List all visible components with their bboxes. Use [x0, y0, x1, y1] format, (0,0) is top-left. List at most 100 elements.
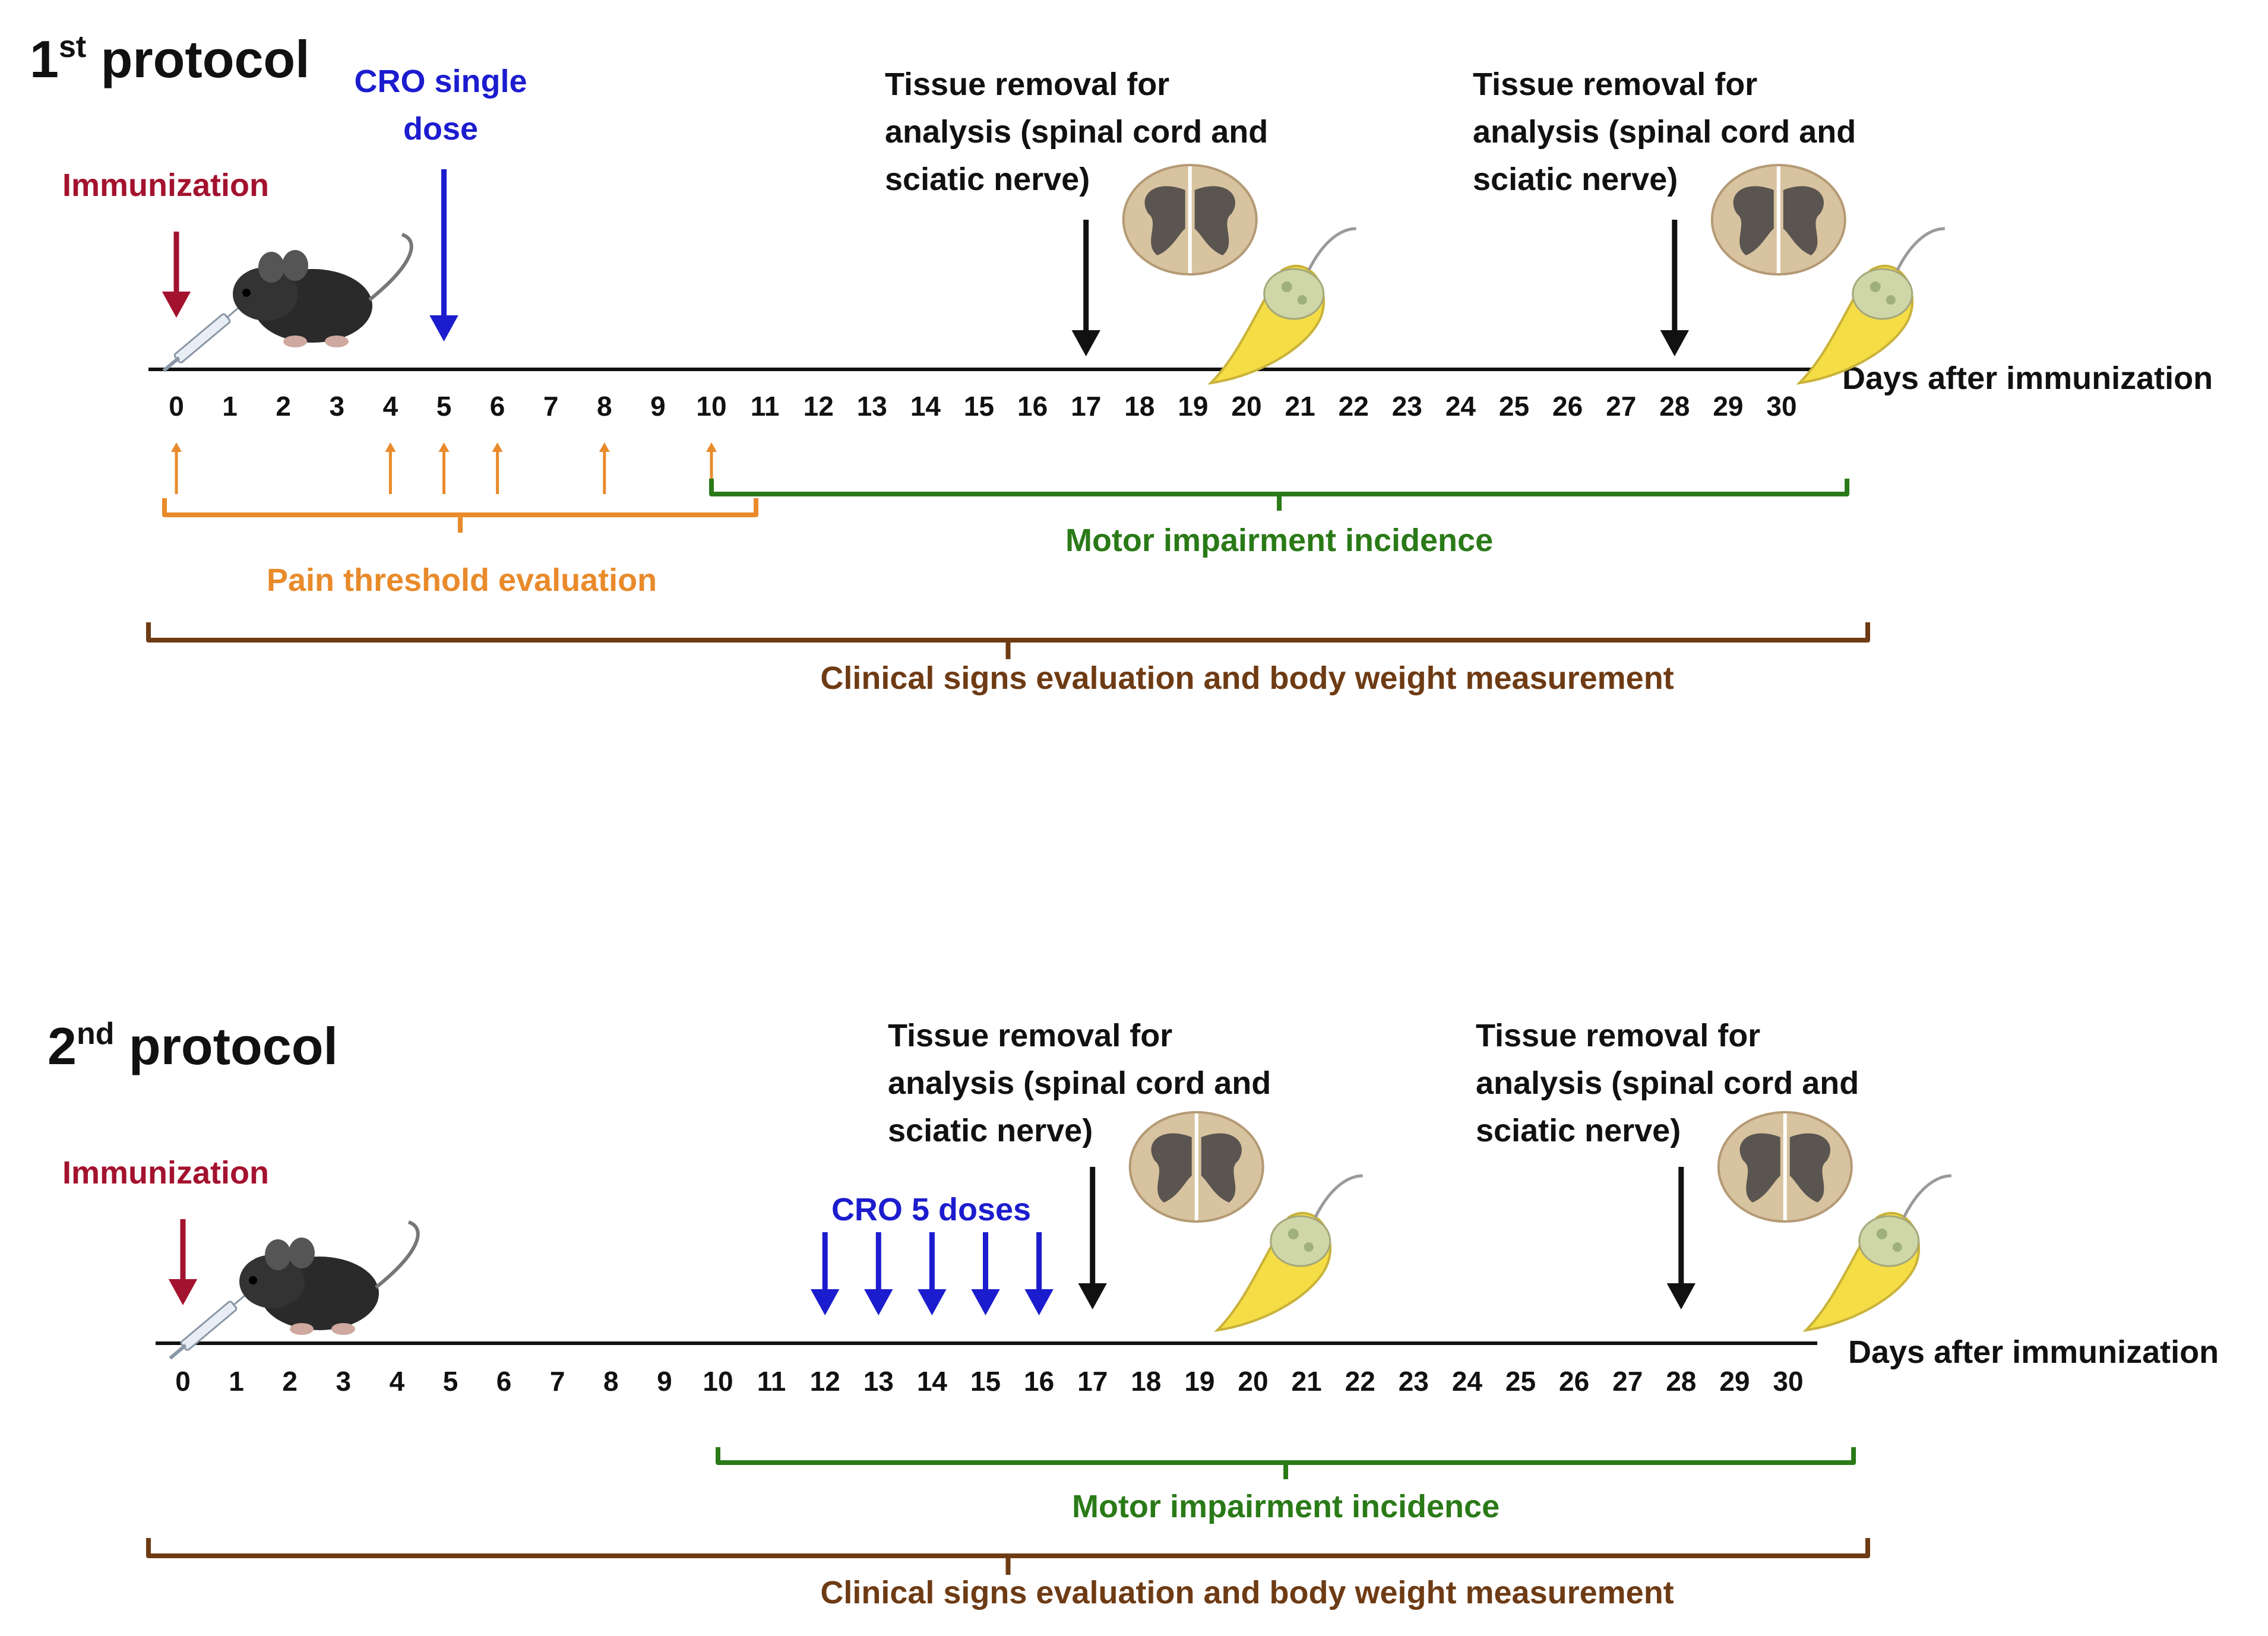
day-tick-label: 30	[1773, 1366, 1803, 1397]
cro-dose-arrow	[1024, 1232, 1054, 1315]
day-tick-label: 26	[1559, 1366, 1589, 1397]
pain-test-arrow	[171, 442, 182, 494]
day-tick-label: 14	[910, 391, 941, 422]
day-tick-label: 28	[1666, 1366, 1696, 1397]
day-tick-label: 19	[1184, 1366, 1214, 1397]
day-tick-label: 29	[1719, 1366, 1750, 1397]
tissue-removal-label: sciatic nerve)	[888, 1113, 1093, 1148]
spinal-cord-icon	[1717, 1111, 1853, 1223]
day-tick-label: 11	[757, 1366, 786, 1397]
tissue-removal-label: Tissue removal for	[1476, 1018, 1760, 1053]
spinal-cord-icon	[1710, 164, 1846, 276]
day-tick-label: 5	[443, 1366, 458, 1397]
day-tick-label: 17	[1071, 391, 1101, 422]
day-tick-label: 28	[1659, 391, 1690, 422]
protocol-title: 1st protocol	[30, 30, 310, 88]
day-tick-label: 25	[1499, 391, 1529, 422]
motor-bracket	[709, 479, 1850, 511]
day-tick-label: 3	[330, 391, 345, 422]
axis-label: Days after immunization	[1848, 1334, 2219, 1370]
motor-impairment-label: Motor impairment incidence	[1072, 1489, 1500, 1524]
cro-label: CRO 5 doses	[831, 1192, 1031, 1227]
spinal-cord-icon	[1128, 1111, 1264, 1223]
pain-threshold-label: Pain threshold evaluation	[267, 562, 657, 598]
day-tick-label: 26	[1552, 391, 1583, 422]
immunization-arrow	[168, 1219, 198, 1305]
day-tick-label: 11	[751, 391, 780, 422]
pain-test-arrow	[599, 442, 610, 494]
day-tick-label: 0	[169, 391, 184, 422]
tissue-removal-label: Tissue removal for	[885, 67, 1169, 102]
cro-dose-arrow	[864, 1232, 893, 1315]
day-tick-label: 4	[390, 1366, 405, 1397]
clinical-bracket	[146, 622, 1870, 659]
cro-dose-arrow	[971, 1232, 1000, 1315]
day-tick-label: 13	[863, 1366, 894, 1397]
day-tick-label: 16	[1017, 391, 1048, 422]
tissue-removal-label: analysis (spinal cord and	[888, 1065, 1271, 1101]
axis-label: Days after immunization	[1842, 360, 2213, 396]
sciatic-nerve-icon	[1214, 1174, 1363, 1332]
protocol-title: 2nd protocol	[48, 1017, 338, 1075]
day-tick-label: 6	[496, 1366, 512, 1397]
day-tick-label: 8	[603, 1366, 619, 1397]
mouse-icon	[239, 1220, 420, 1335]
day-tick-label: 0	[175, 1366, 191, 1397]
pain-bracket	[162, 498, 758, 533]
immunization-label: Immunization	[62, 167, 269, 203]
sciatic-nerve-icon	[1796, 227, 1945, 385]
day-tick-label: 9	[657, 1366, 672, 1397]
cro-label: dose	[403, 111, 478, 147]
clinical-bracket	[146, 1538, 1870, 1575]
pain-test-arrow	[438, 442, 450, 494]
day-tick-label: 12	[810, 1366, 840, 1397]
tissue-removal-label: analysis (spinal cord and	[1476, 1065, 1859, 1101]
day-tick-label: 18	[1131, 1366, 1161, 1397]
tissue-removal-arrow	[1666, 1167, 1696, 1309]
immunization-label: Immunization	[62, 1155, 269, 1191]
tissue-removal-arrow	[1078, 1167, 1107, 1309]
tissue-removal-label: sciatic nerve)	[1476, 1113, 1681, 1148]
day-tick-label: 14	[917, 1366, 948, 1397]
day-tick-label: 27	[1606, 391, 1636, 422]
day-tick-label: 15	[964, 391, 994, 422]
mouse-icon	[233, 233, 413, 347]
day-tick-label: 22	[1345, 1366, 1375, 1397]
immunization-arrow	[162, 232, 191, 318]
tissue-removal-arrow	[1660, 220, 1689, 356]
sciatic-nerve-icon	[1207, 227, 1356, 385]
day-tick-label: 17	[1077, 1366, 1108, 1397]
day-tick-label: 6	[490, 391, 505, 422]
day-tick-label: 15	[970, 1366, 1001, 1397]
tissue-removal-label: Tissue removal for	[888, 1018, 1172, 1053]
day-tick-label: 7	[543, 391, 559, 422]
cro-dose-arrow	[429, 169, 458, 341]
day-tick-label: 23	[1392, 391, 1422, 422]
day-tick-label: 19	[1178, 391, 1208, 422]
day-tick-label: 16	[1024, 1366, 1054, 1397]
day-tick-label: 30	[1766, 391, 1796, 422]
tissue-removal-label: sciatic nerve)	[1473, 162, 1678, 197]
day-tick-label: 23	[1399, 1366, 1429, 1397]
cro-dose-arrow	[918, 1232, 947, 1315]
pain-test-arrow	[492, 442, 503, 494]
clinical-signs-label: Clinical signs evaluation and body weigh…	[820, 660, 1674, 696]
clinical-signs-label: Clinical signs evaluation and body weigh…	[820, 1575, 1674, 1610]
day-tick-label: 27	[1612, 1366, 1643, 1397]
day-tick-label: 2	[282, 1366, 298, 1397]
motor-impairment-label: Motor impairment incidence	[1065, 523, 1493, 558]
day-tick-label: 22	[1339, 391, 1369, 422]
tissue-removal-arrow	[1071, 220, 1100, 356]
spinal-cord-icon	[1122, 164, 1258, 276]
day-tick-label: 21	[1292, 1366, 1322, 1397]
day-tick-label: 13	[857, 391, 887, 422]
day-tick-label: 2	[276, 391, 291, 422]
motor-bracket	[716, 1447, 1856, 1479]
day-tick-label: 3	[336, 1366, 352, 1397]
day-tick-label: 1	[222, 391, 238, 422]
pain-test-arrow	[385, 442, 396, 494]
tissue-removal-label: sciatic nerve)	[885, 162, 1090, 197]
day-tick-label: 24	[1452, 1366, 1483, 1397]
